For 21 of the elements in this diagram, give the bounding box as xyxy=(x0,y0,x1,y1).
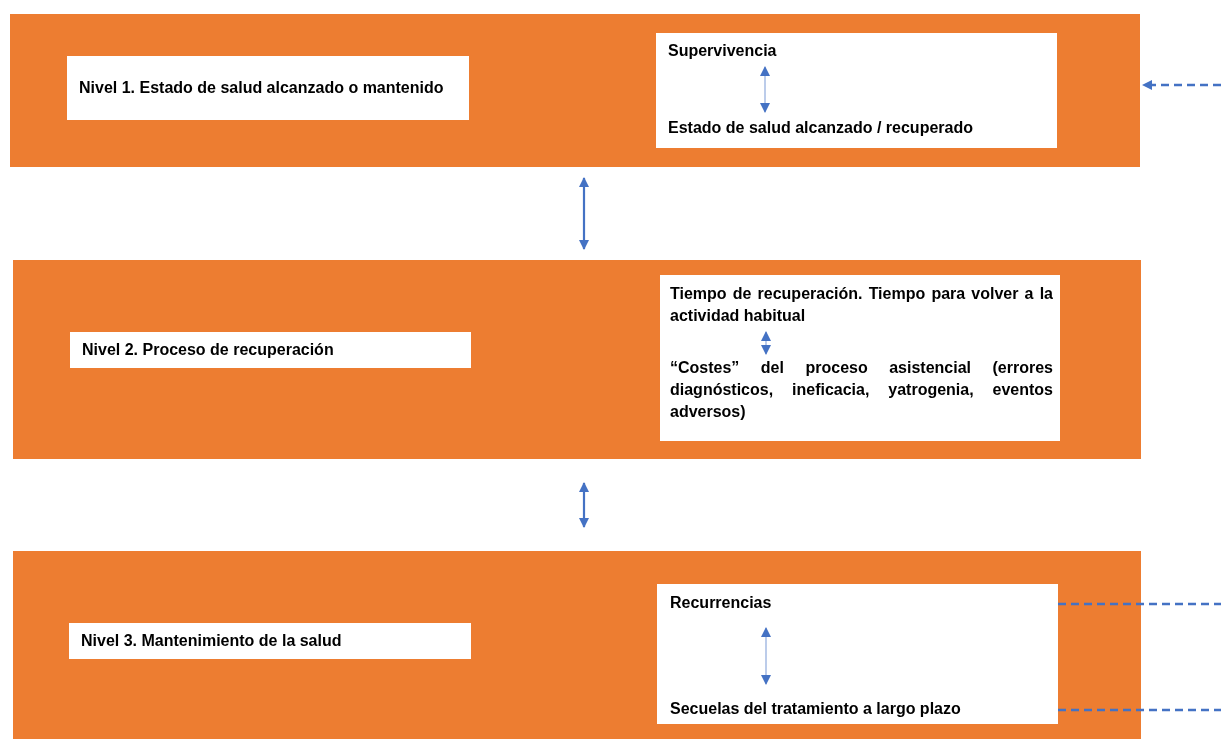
level-label: Nivel 3. Mantenimiento de la salud xyxy=(69,623,471,659)
detail-text: Tiempo de recuperación. Tiempo para volver a la actividad habitual xyxy=(670,284,1053,326)
arrow xyxy=(760,66,770,113)
arrow xyxy=(579,177,589,250)
detail-text: Recurrencias xyxy=(670,593,773,613)
detail-text: “Costes” del proceso asistencial (errores diagnósticos, ineficacia, yatrogenia, eventos adversos) xyxy=(670,358,1053,422)
level-band xyxy=(13,260,1141,459)
dashed-arrow xyxy=(1142,80,1221,90)
detail-box xyxy=(660,275,1060,441)
detail-text: Estado de salud alcanzado / recuperado xyxy=(668,118,974,138)
arrow xyxy=(761,331,771,355)
arrow xyxy=(761,627,771,685)
level-label: Nivel 1. Estado de salud alcanzado o mantenido xyxy=(67,56,469,120)
detail-text: Secuelas del tratamiento a largo plazo xyxy=(670,699,962,719)
level-label: Nivel 2. Proceso de recuperación xyxy=(70,332,471,368)
detail-text: Supervivencia xyxy=(668,41,778,61)
detail-box xyxy=(657,584,1058,724)
level-band xyxy=(10,14,1140,167)
arrow xyxy=(579,482,589,528)
detail-box xyxy=(656,33,1057,148)
level-band xyxy=(13,551,1141,739)
